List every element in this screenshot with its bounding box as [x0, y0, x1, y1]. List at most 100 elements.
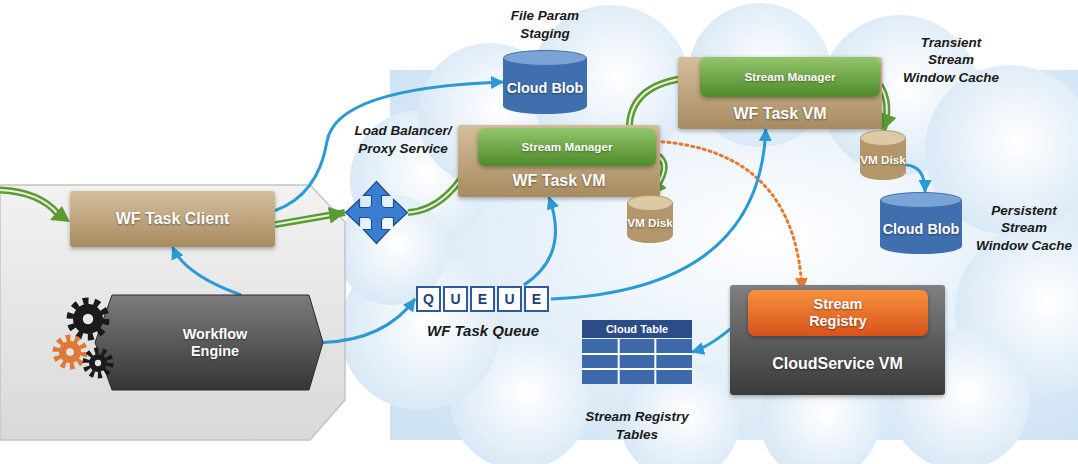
gear-body	[89, 354, 107, 372]
cloud-blob: Cloud BlobPersistent Stream Window Cache	[880, 192, 962, 254]
connector-line	[906, 165, 925, 192]
workflow-engine: Workflow Engine	[50, 295, 323, 390]
load-balancer-icon-shape	[345, 180, 408, 245]
node-label: Stream Manager	[522, 140, 613, 153]
text-holder: Cloud Table	[582, 320, 692, 338]
gear-teeth	[56, 338, 84, 366]
engine-shape	[95, 295, 323, 390]
text-holder: VM Disk	[857, 141, 909, 179]
table-grid	[582, 353, 692, 355]
four-way-arrows	[346, 182, 408, 244]
node-label: U	[450, 291, 460, 307]
arrow-tip	[346, 200, 371, 226]
task-queue: QUEUEWF Task Queue	[415, 285, 551, 313]
table-header	[582, 320, 692, 338]
connector-line	[524, 197, 556, 285]
stream-registry-box: Stream Registry	[748, 290, 928, 336]
gear-teeth	[70, 301, 106, 337]
cloud-table: Cloud TableStream Registry Tables	[582, 320, 692, 384]
node-label: VM Disk	[627, 216, 672, 229]
node-label: Stream Registry	[790, 296, 886, 329]
text-holder: Q	[416, 286, 441, 312]
gear-teeth	[86, 351, 110, 375]
connector	[906, 165, 925, 192]
caption-text: File Param Staging	[494, 7, 596, 42]
connector-head	[524, 197, 556, 285]
gear-hole	[83, 314, 94, 325]
connector-head	[906, 165, 925, 192]
caption-label: Transient Stream Window Cache	[903, 4, 999, 116]
gear-body	[59, 341, 81, 363]
cylinder-body	[503, 58, 587, 114]
caption-label: Load Balancer/ Proxy Service	[350, 108, 456, 172]
node-label: Workflow Engine	[157, 326, 273, 359]
load-balancer-icon: Load Balancer/ Proxy Service	[345, 180, 408, 245]
node-label: CloudService VM	[772, 355, 903, 373]
cloud-blob: File Param StagingCloud Blob	[503, 50, 587, 114]
text-holder: U	[497, 286, 522, 312]
arrow-tip	[383, 200, 408, 226]
connector-line	[656, 141, 802, 290]
node-label: Cloud Table	[606, 323, 668, 335]
cylinder-top	[861, 131, 906, 146]
caption-text: Stream Registry Tables	[569, 408, 705, 443]
text-holder: Stream Manager	[742, 57, 838, 97]
connector-line	[275, 213, 345, 225]
client-panel	[0, 185, 345, 440]
stream-manager-box: Stream Manager	[700, 57, 880, 97]
cylinder-body	[880, 200, 962, 254]
text-holder: VM Disk	[624, 205, 676, 241]
gear-hole	[95, 360, 101, 366]
connector	[323, 299, 415, 343]
cylinder-top	[881, 193, 962, 208]
text-holder: WF Task VM	[458, 165, 660, 197]
text-holder: WF Task Client	[70, 191, 275, 247]
connector-head	[173, 247, 242, 295]
text-holder: U	[443, 286, 468, 312]
caption-label: WF Task Queue	[407, 319, 559, 343]
caption-label: Stream Registry Tables	[569, 396, 705, 456]
text-holder: WF Task VM	[678, 99, 882, 129]
text-holder: Workflow Engine	[157, 300, 273, 385]
text-holder: E	[470, 286, 495, 312]
text-holder: Cloud Blob	[503, 64, 587, 112]
node-label: Stream Manager	[745, 70, 836, 83]
node-label: VM Disk	[860, 153, 905, 166]
vm-disk: VM Disk	[627, 195, 673, 243]
task-vm-box: WF Task VM Stream Manager	[678, 57, 882, 129]
table-body	[582, 339, 692, 384]
caption-text: WF Task Queue	[427, 321, 539, 341]
text-holder: Stream Registry	[790, 290, 886, 336]
text-holder: Cloud Blob	[880, 206, 962, 252]
node-label: E	[532, 291, 541, 307]
arrow-hub	[370, 206, 384, 220]
connector	[656, 141, 802, 290]
caption-label: File Param Staging	[494, 3, 596, 47]
gear-body	[73, 304, 103, 334]
node-label: WF Task VM	[512, 172, 605, 190]
caption-text: Transient Stream Window Cache	[903, 34, 999, 87]
stream-manager-box: Stream Manager	[478, 128, 656, 166]
node-label: U	[504, 291, 514, 307]
task-client-box: WF Task Client	[70, 191, 275, 247]
table-grid	[654, 339, 656, 384]
caption-label: Persistent Stream Window Cache	[976, 172, 1072, 284]
connector-head	[323, 299, 415, 343]
text-holder: Stream Manager	[519, 128, 615, 166]
node-label: E	[478, 291, 487, 307]
node-label: WF Task VM	[733, 105, 826, 123]
connector-head	[275, 213, 345, 225]
node-label: Cloud Blob	[507, 80, 584, 97]
table-grid	[582, 368, 692, 370]
connector	[173, 247, 242, 295]
connector-line	[323, 299, 415, 343]
connector-line	[173, 247, 242, 295]
node-label: Q	[423, 291, 434, 307]
text-holder: CloudService VM	[730, 343, 945, 385]
table-grid	[618, 339, 620, 384]
task-vm-box: WF Task VM Stream Manager	[458, 125, 660, 197]
gear-hole	[66, 348, 74, 356]
cloud-service-vm: CloudService VM Stream Registry	[730, 285, 945, 395]
vm-disk: VM DiskTransient Stream Window Cache	[860, 130, 906, 180]
arrow-tip	[364, 182, 390, 207]
